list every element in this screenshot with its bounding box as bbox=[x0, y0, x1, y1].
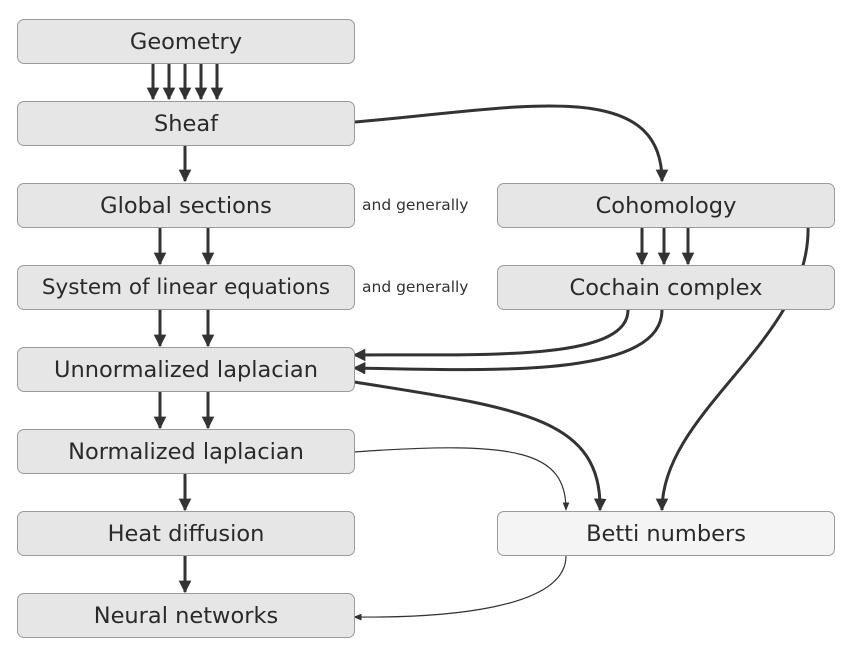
unnormalized-laplacian-node: Unnormalized laplacian bbox=[17, 347, 355, 392]
cohomology-to-cochain-arrows bbox=[635, 228, 695, 266]
cohomology-node: Cohomology bbox=[497, 183, 835, 228]
cochain-to-unnormalized-arrow-2 bbox=[352, 309, 664, 375]
linear-equations-node: System of linear equations bbox=[17, 265, 355, 310]
heat-diffusion-node: Heat diffusion bbox=[17, 511, 355, 556]
cochain-complex-node: Cochain complex bbox=[497, 265, 835, 310]
betti-numbers-label: Betti numbers bbox=[586, 520, 746, 547]
generalization-note-1: and generally bbox=[362, 196, 469, 214]
unnormalized-to-normalized-arrows bbox=[153, 392, 215, 430]
normalized-laplacian-node: Normalized laplacian bbox=[17, 429, 355, 474]
sheaf-node: Sheaf bbox=[17, 101, 355, 146]
betti-to-neural-networks-arrow bbox=[353, 555, 567, 621]
neural-networks-node: Neural networks bbox=[17, 593, 355, 638]
geometry-to-sheaf-arrows bbox=[146, 64, 224, 101]
geometry-node: Geometry bbox=[17, 19, 355, 64]
neural-networks-label: Neural networks bbox=[93, 602, 279, 629]
sheaf-to-cohomology-arrow bbox=[354, 104, 669, 183]
cochain-to-unnormalized-arrow-1 bbox=[352, 309, 630, 362]
sheaf-label: Sheaf bbox=[153, 110, 219, 137]
generalization-note-2: and generally bbox=[362, 278, 469, 296]
unnormalized-to-betti-arrow bbox=[353, 380, 607, 512]
linear-equations-to-unnormalized-arrows bbox=[153, 310, 215, 348]
global-sections-node: Global sections bbox=[17, 183, 355, 228]
linear-equations-label: System of linear equations bbox=[41, 275, 331, 300]
betti-numbers-node: Betti numbers bbox=[497, 511, 835, 556]
cochain-complex-label: Cochain complex bbox=[569, 274, 763, 301]
normalized-to-betti-arrow bbox=[353, 447, 570, 511]
heat-diffusion-label: Heat diffusion bbox=[107, 520, 265, 547]
unnormalized-laplacian-label: Unnormalized laplacian bbox=[54, 356, 318, 383]
global-sections-to-linear-equations-arrows bbox=[153, 228, 215, 266]
global-sections-label: Global sections bbox=[100, 192, 272, 219]
cohomology-label: Cohomology bbox=[595, 192, 737, 219]
normalized-laplacian-label: Normalized laplacian bbox=[68, 438, 304, 465]
geometry-label: Geometry bbox=[129, 28, 243, 55]
